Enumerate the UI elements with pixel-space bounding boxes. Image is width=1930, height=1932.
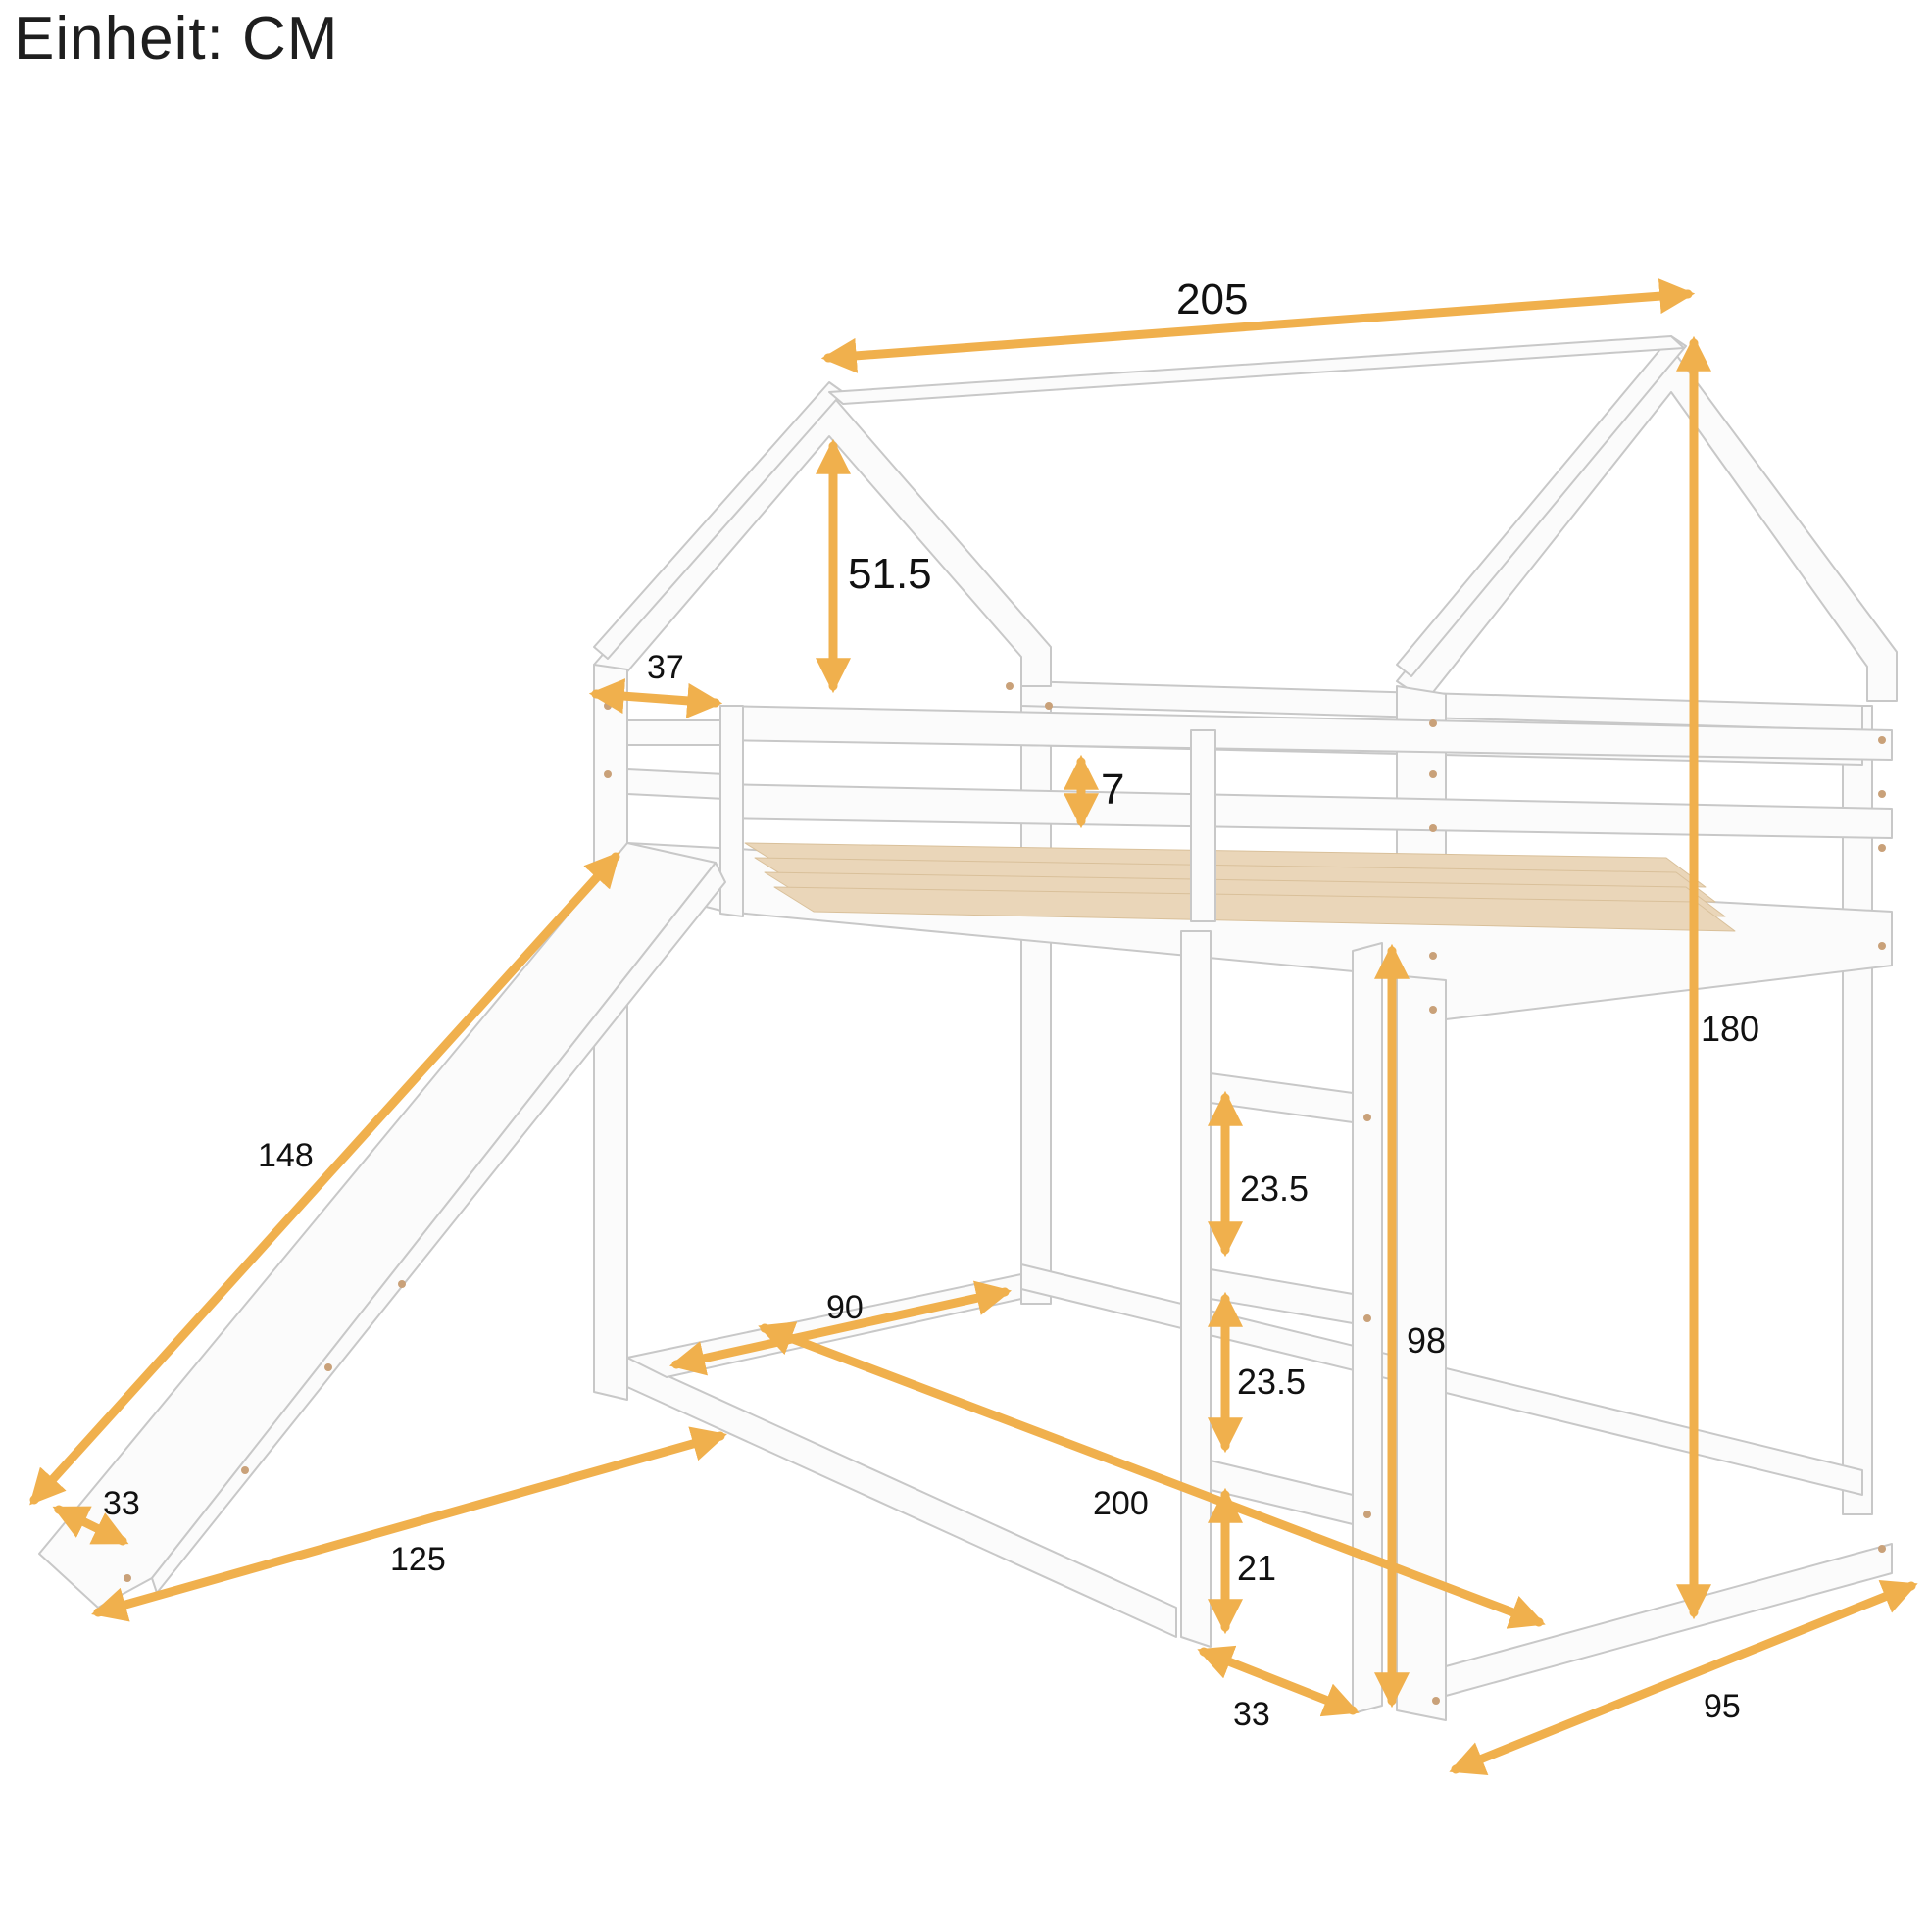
ladder-step-1 — [1210, 1072, 1354, 1123]
ladder — [1180, 930, 1383, 1714]
arrow-bed-length — [758, 1321, 1546, 1629]
arrow-bed-width — [1449, 1580, 1918, 1775]
right-gable-outer — [1396, 347, 1898, 702]
label-ladder-height: 98 — [1407, 1320, 1446, 1361]
label-total-height: 180 — [1701, 1009, 1759, 1049]
label-roof-height: 51.5 — [848, 550, 932, 598]
ladder-left-rail — [1180, 930, 1212, 1648]
label-slide-extent: 125 — [390, 1541, 446, 1578]
label-post-spacing: 37 — [647, 649, 684, 686]
back-left-post — [1020, 678, 1052, 1305]
front-right-post — [1396, 685, 1447, 1721]
label-ladder-width: 33 — [1233, 1696, 1270, 1733]
arrow-ladder-width — [1197, 1645, 1360, 1717]
bed-frame — [38, 335, 1898, 1721]
dimension-arrows — [29, 278, 1918, 1775]
guardrail-post-mid — [1190, 729, 1216, 922]
left-gable-outer — [593, 391, 1052, 687]
label-top-length: 205 — [1176, 275, 1248, 323]
left-short-rail-top — [626, 719, 726, 746]
ladder-right-rail — [1352, 942, 1383, 1714]
label-slide-width: 33 — [103, 1485, 140, 1522]
mattress-slats — [744, 842, 1736, 932]
ladder-step-3 — [1210, 1460, 1354, 1525]
arrow-post-spacing — [588, 678, 723, 718]
label-bed-length: 200 — [1093, 1485, 1149, 1522]
arrow-slide-length — [29, 851, 620, 1506]
guardrail-post-left — [719, 705, 744, 917]
left-short-rail-mid — [626, 768, 726, 800]
label-inner-width: 90 — [826, 1289, 864, 1326]
label-rail-height: 7 — [1101, 766, 1124, 814]
front-guardrail-mid — [719, 783, 1893, 839]
slide-side — [151, 862, 726, 1594]
unit-title: Einheit: CM — [14, 5, 339, 73]
label-step-gap-upper: 23.5 — [1240, 1168, 1309, 1209]
label-step-gap-lower: 23.5 — [1237, 1362, 1306, 1402]
label-bed-width: 95 — [1704, 1688, 1741, 1725]
right-gable-edge — [1396, 335, 1687, 677]
dimension-labels: 205 51.5 37 7 180 148 23.5 23.5 21 98 90… — [103, 275, 1759, 1733]
arrow-top-length — [820, 278, 1696, 373]
label-bottom-step: 21 — [1237, 1548, 1276, 1588]
arrow-slide-extent — [91, 1426, 727, 1622]
label-slide-length: 148 — [258, 1137, 314, 1174]
left-gable-edge — [593, 381, 844, 660]
